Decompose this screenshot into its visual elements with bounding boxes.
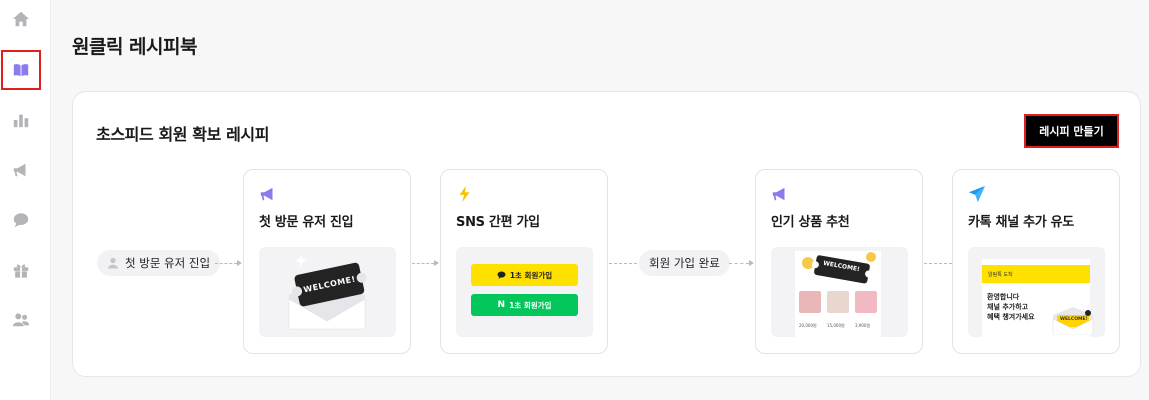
step-preview: 1초 회원가입 N 1초 회원가입 — [456, 247, 593, 337]
start-pill-label: 첫 방문 유저 진입 — [125, 256, 211, 270]
page-title: 원클릭 레시피북 — [72, 36, 197, 58]
connector-arrow — [237, 260, 242, 266]
step-card-kakao-channel[interactable]: 카톡 채널 추가 유도 알림톡 도착 환영합니다 채널 추가하고 혜택 챙겨가세… — [952, 169, 1120, 354]
product-price: 15,000원 — [827, 323, 845, 328]
product-thumbnail — [799, 291, 821, 313]
step-card-first-visit[interactable]: 첫 방문 유저 진입 WELCOME! — [243, 169, 411, 354]
kakao-signup-button: 1초 회원가입 — [471, 264, 578, 286]
step-card-popular-products[interactable]: 인기 상품 추천 WELCOME! 20,000원 15,000원 — [755, 169, 923, 354]
naver-logo-icon: N — [497, 300, 506, 310]
product-sheet: WELCOME! 20,000원 15,000원 3,900원 — [795, 251, 881, 337]
users-icon[interactable] — [8, 307, 34, 333]
recipe-card: 초스피드 회원 확보 레시피 레시피 만들기 첫 방문 유저 진입 첫 방문 유… — [72, 91, 1141, 377]
step-title: SNS 간편 가입 — [456, 215, 540, 230]
paper-plane-icon — [968, 185, 986, 203]
step-preview: 알림톡 도착 환영합니다 채널 추가하고 혜택 챙겨가세요 WELCOME! — [968, 247, 1105, 337]
product-price: 3,900원 — [855, 323, 871, 328]
person-icon — [108, 257, 118, 269]
home-icon[interactable] — [8, 6, 34, 32]
naver-signup-button: N 1초 회원가입 — [471, 294, 578, 316]
signup-complete-pill: 회원 가입 완료 — [639, 250, 730, 276]
step-preview: WELCOME! — [259, 247, 396, 337]
step-title: 인기 상품 추천 — [771, 215, 850, 230]
product-thumbnail — [827, 291, 849, 313]
step-title: 첫 방문 유저 진입 — [259, 215, 354, 230]
step-card-sns-signup[interactable]: SNS 간편 가입 1초 회원가입 N 1초 회원가입 — [440, 169, 608, 354]
megaphone-icon[interactable] — [8, 157, 34, 183]
recipe-title: 초스피드 회원 확보 레시피 — [96, 125, 270, 144]
start-pill: 첫 방문 유저 진입 — [97, 250, 221, 276]
connector-arrow — [749, 260, 754, 266]
welcome-envelope-illustration — [288, 254, 367, 330]
kakao-message: 환영합니다 채널 추가하고 혜택 챙겨가세요 — [987, 293, 1035, 321]
welcome-ticket-illustration — [802, 252, 876, 284]
connector-arrow — [434, 260, 439, 266]
alimtalk-bar: 알림톡 도착 — [982, 265, 1090, 283]
ticket-text: WELCOME! — [1060, 317, 1088, 322]
connector-line — [609, 263, 637, 264]
connector-line — [412, 263, 434, 264]
step-title: 카톡 채널 추가 유도 — [968, 215, 1074, 230]
step-preview: WELCOME! 20,000원 15,000원 3,900원 — [771, 247, 908, 337]
bar-chart-icon[interactable] — [8, 107, 34, 133]
product-price: 20,000원 — [799, 323, 817, 328]
chat-bubble-icon[interactable] — [8, 207, 34, 233]
gift-icon[interactable] — [8, 257, 34, 283]
connector-line — [729, 263, 749, 264]
lightning-icon — [459, 185, 470, 203]
welcome-envelope-illustration — [1052, 307, 1094, 335]
connector-line — [215, 263, 237, 264]
product-thumbnail — [855, 291, 877, 313]
create-recipe-button[interactable]: 레시피 만들기 — [1024, 114, 1119, 148]
megaphone-icon — [260, 187, 273, 201]
connector-line — [924, 263, 952, 264]
kakao-bubble-icon — [497, 271, 506, 279]
sidebar — [0, 0, 51, 400]
megaphone-icon — [772, 187, 785, 201]
book-icon[interactable] — [1, 50, 41, 90]
